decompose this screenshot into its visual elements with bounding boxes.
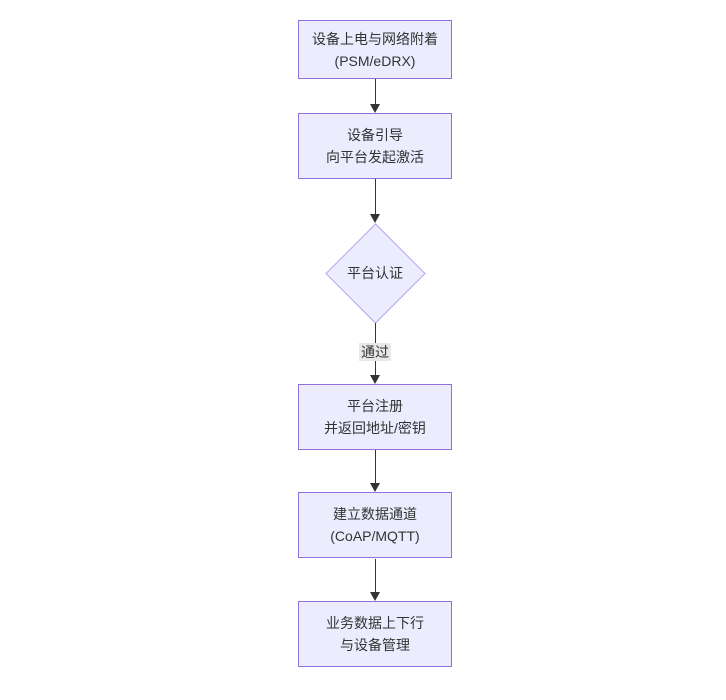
- node-label: 设备上电与网络附着 (PSM/eDRX): [312, 28, 438, 72]
- flow-arrow-4: [368, 450, 382, 492]
- node-label: 设备引导 向平台发起激活: [326, 124, 424, 168]
- arrowhead-down-icon: [370, 483, 380, 492]
- arrowhead-down-icon: [370, 104, 380, 113]
- arrowhead-down-icon: [370, 214, 380, 223]
- flow-node-data-channel: 建立数据通道 (CoAP/MQTT): [298, 492, 452, 558]
- flow-node-power-attach: 设备上电与网络附着 (PSM/eDRX): [298, 20, 452, 79]
- flow-node-business: 业务数据上下行 与设备管理: [298, 601, 452, 667]
- edge-label-pass: 通过: [359, 343, 391, 361]
- flow-node-bootstrap: 设备引导 向平台发起激活: [298, 113, 452, 179]
- arrowhead-down-icon: [370, 375, 380, 384]
- arrow-line: [374, 79, 376, 107]
- node-label-line2: 并返回地址/密钥: [324, 420, 426, 436]
- node-label: 平台认证: [347, 265, 403, 281]
- node-label-line2: 向平台发起激活: [326, 149, 424, 165]
- flow-arrow-2: [368, 179, 382, 223]
- node-label-line2: (CoAP/MQTT): [330, 528, 420, 544]
- arrow-line: [374, 559, 376, 595]
- node-label: 平台注册 并返回地址/密钥: [324, 395, 426, 439]
- node-label: 建立数据通道 (CoAP/MQTT): [330, 503, 419, 547]
- flow-arrow-5: [368, 559, 382, 601]
- flow-arrow-1: [368, 79, 382, 113]
- node-label-line2: 与设备管理: [340, 637, 410, 653]
- arrowhead-down-icon: [370, 592, 380, 601]
- node-label-line1: 平台注册: [346, 398, 403, 414]
- node-label-line1: 业务数据上下行: [326, 615, 424, 631]
- node-label-line2: (PSM/eDRX): [334, 52, 416, 69]
- arrow-line: [374, 450, 376, 486]
- node-label-line1: 设备上电与网络附着: [312, 30, 438, 47]
- node-label: 业务数据上下行 与设备管理: [326, 612, 424, 656]
- flow-node-register: 平台注册 并返回地址/密钥: [298, 384, 452, 450]
- flow-node-platform-auth: 平台认证: [324, 222, 426, 324]
- node-label-line1: 建立数据通道: [332, 506, 417, 522]
- node-label-line1: 设备引导: [347, 127, 403, 143]
- arrow-line: [374, 179, 376, 217]
